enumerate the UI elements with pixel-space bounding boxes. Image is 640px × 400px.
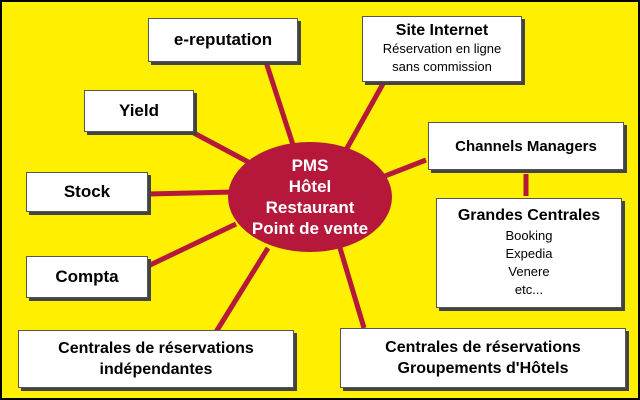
node-label: Stock [63, 182, 111, 201]
connector-e-reputation [263, 61, 297, 149]
node-label: Compta [55, 267, 119, 286]
hub-line: Point de vente [251, 219, 369, 238]
connector-compta [146, 221, 238, 269]
node-title: Grandes Centrales [457, 207, 601, 224]
connector-channels-managers [379, 157, 427, 181]
node-channels-managers: Channels Managers [428, 122, 624, 170]
node-compta: Compta [26, 256, 148, 298]
node-site-internet: Site Internet Réservation en ligne sans … [362, 16, 522, 82]
hub-line: PMS [291, 156, 329, 175]
connector-stock [147, 189, 235, 197]
connector-yield [190, 129, 254, 167]
node-centrales-groupements: Centrales de réservations Groupements d'… [340, 328, 626, 388]
node-label: e-reputation [173, 30, 273, 49]
hub-pms: PMS Hôtel Restaurant Point de vente [228, 142, 392, 252]
node-e-reputation: e-reputation [148, 18, 298, 62]
list-item: etc... [514, 282, 544, 297]
node-line: sans commission [392, 59, 492, 74]
node-centrales-independantes: Centrales de réservations indépendantes [18, 330, 294, 388]
node-line: Centrales de réservations [58, 340, 254, 357]
connector-site-internet [343, 80, 387, 152]
connector-centrales-independantes [213, 246, 271, 334]
node-yield: Yield [84, 90, 194, 132]
node-line: Réservation en ligne [382, 41, 502, 56]
node-label: Yield [119, 101, 159, 120]
node-line: Centrales de réservations [385, 339, 581, 356]
list-item: Venere [508, 264, 550, 279]
node-line: indépendantes [99, 361, 213, 378]
node-grandes-centrales: Grandes Centrales Booking Expedia Venere… [436, 198, 622, 308]
list-item: Expedia [505, 246, 553, 261]
node-line: Groupements d'Hôtels [397, 360, 569, 377]
node-label: Channels Managers [455, 137, 597, 155]
hub-line: Hôtel [288, 177, 332, 196]
list-item: Booking [505, 228, 553, 243]
node-title: Site Internet [395, 22, 489, 39]
connector-centrales-groupements [337, 247, 367, 329]
node-stock: Stock [26, 172, 148, 212]
hub-line: Restaurant [265, 198, 355, 217]
